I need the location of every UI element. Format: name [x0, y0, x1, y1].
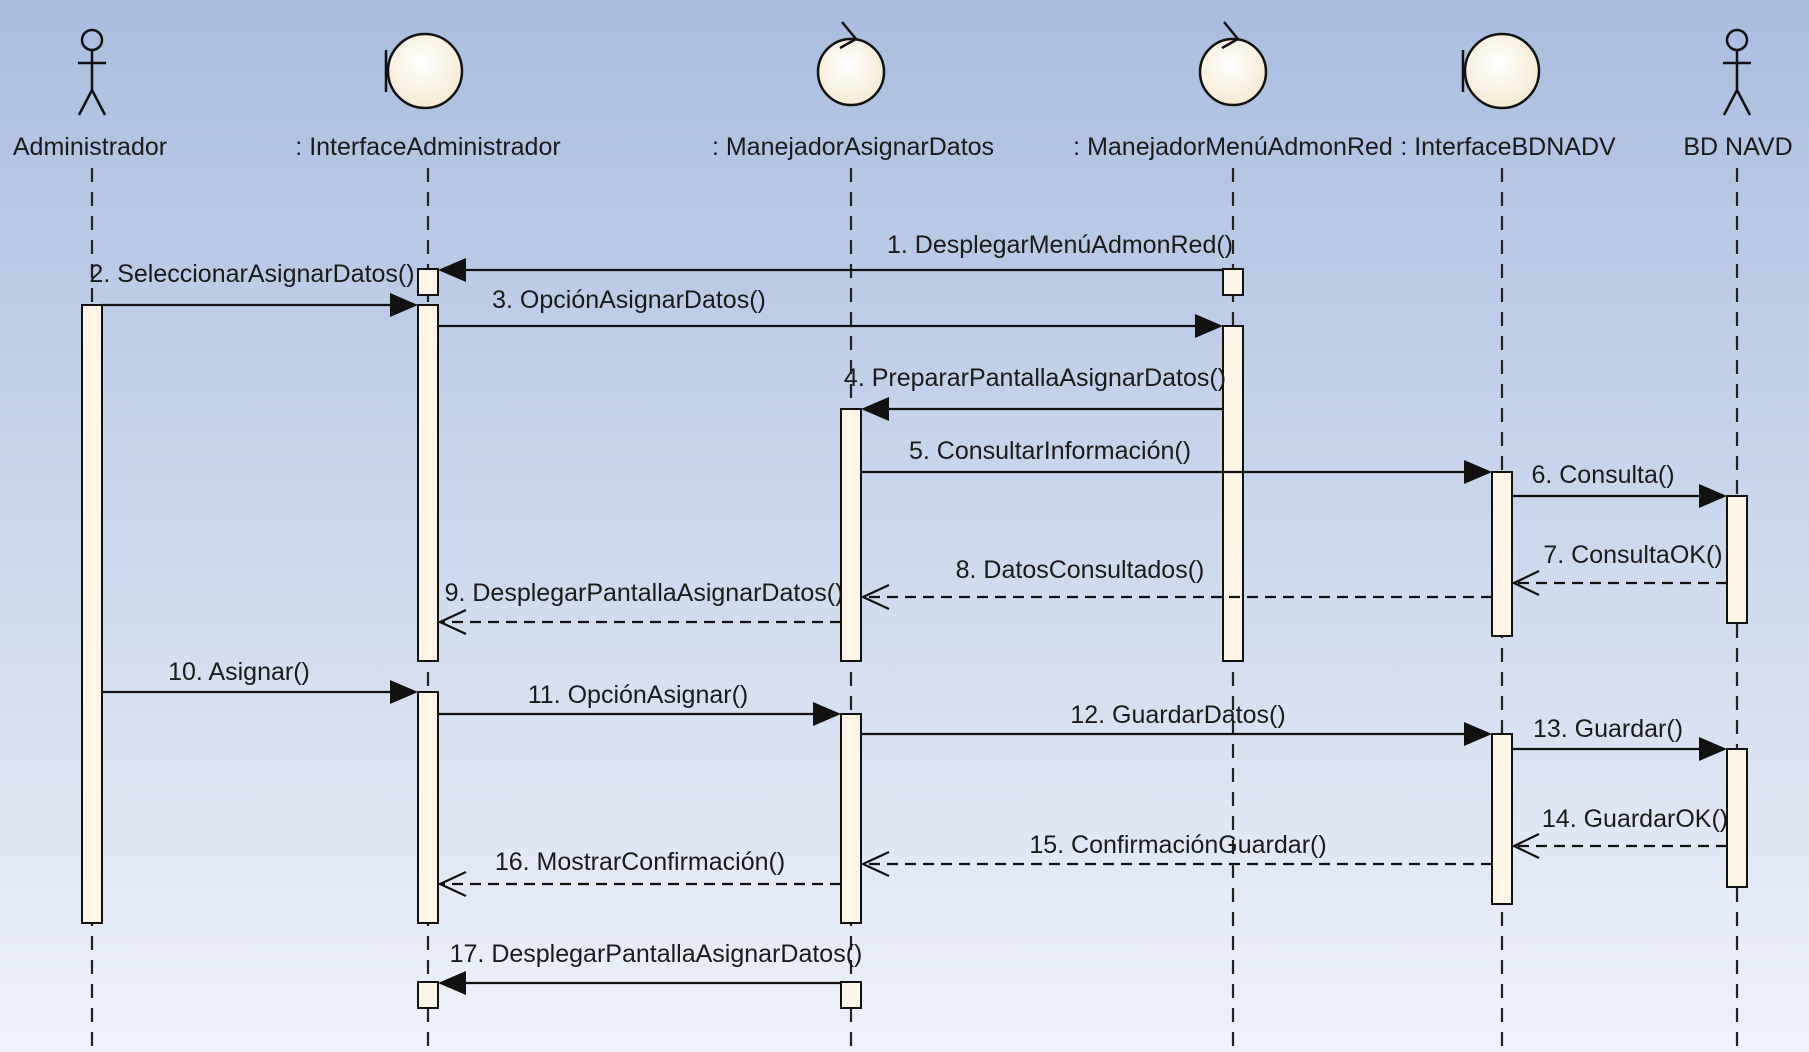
boundary-icon	[1461, 32, 1541, 110]
activation-bar	[840, 408, 862, 662]
participant-label: : ManejadorMenúAdmonRed	[1073, 133, 1393, 161]
activation-bar	[417, 304, 439, 662]
control-icon	[1198, 21, 1268, 107]
actor-icon	[77, 28, 107, 116]
arrowhead-icon	[1699, 737, 1727, 761]
open-arrowhead-icon	[437, 609, 467, 635]
message-16: 16. MostrarConfirmación()	[437, 848, 841, 897]
arrowhead-icon	[390, 680, 418, 704]
participant-manejador-asignar-datos: : ManejadorAsignarDatos	[712, 21, 994, 161]
message-17: 17. DesplegarPantallaAsignarDatos()	[438, 940, 862, 995]
arrowhead-icon	[438, 258, 466, 282]
participant-label: : ManejadorAsignarDatos	[712, 133, 994, 161]
control-icon	[816, 21, 886, 107]
participant-administrador: Administrador	[13, 28, 167, 161]
message-label: 10. Asignar()	[168, 658, 310, 686]
message-label: 17. DesplegarPantallaAsignarDatos()	[450, 940, 863, 968]
participant-label: : InterfaceBDNADV	[1400, 133, 1616, 161]
message-label: 7. ConsultaOK()	[1543, 541, 1722, 569]
message-11: 11. OpciónAsignar()	[438, 681, 841, 726]
message-1: 1. DesplegarMenúAdmonRed()	[438, 231, 1233, 282]
activation-bar	[1491, 471, 1513, 637]
message-label: 3. OpciónAsignarDatos()	[492, 286, 766, 314]
activation-bar	[1222, 325, 1244, 662]
arrowhead-icon	[813, 702, 841, 726]
participant-manejador-menu-admonred: : ManejadorMenúAdmonRed	[1073, 21, 1393, 161]
message-10: 10. Asignar()	[102, 658, 418, 704]
activation-bar	[1222, 268, 1244, 296]
message-label: 9. DesplegarPantallaAsignarDatos()	[445, 579, 844, 607]
participant-interface-bdnadv: : InterfaceBDNADV	[1400, 32, 1616, 161]
open-arrowhead-icon	[1511, 833, 1540, 859]
open-arrowhead-icon	[1511, 570, 1540, 596]
participant-label: BD NAVD	[1683, 133, 1792, 161]
open-arrowhead-icon	[860, 851, 890, 877]
message-label: 8. DatosConsultados()	[956, 556, 1205, 584]
activation-bar	[840, 713, 862, 924]
activation-bar	[417, 691, 439, 924]
open-arrowhead-icon	[437, 871, 467, 897]
arrowhead-icon	[438, 971, 466, 995]
activation-bar	[1491, 733, 1513, 905]
activation-bar	[417, 981, 439, 1009]
message-15: 15. ConfirmaciónGuardar()	[860, 831, 1492, 877]
message-label: 12. GuardarDatos()	[1070, 701, 1285, 729]
actor-icon	[1722, 28, 1752, 116]
message-3: 3. OpciónAsignarDatos()	[438, 286, 1223, 338]
arrowhead-icon	[1699, 484, 1727, 508]
message-label: 15. ConfirmaciónGuardar()	[1029, 831, 1326, 859]
participant-interface-administrador: : InterfaceAdministrador	[295, 32, 561, 161]
message-9: 9. DesplegarPantallaAsignarDatos()	[437, 579, 844, 635]
message-label: 2. SeleccionarAsignarDatos()	[89, 260, 414, 288]
message-8: 8. DatosConsultados()	[860, 556, 1492, 610]
message-2: 2. SeleccionarAsignarDatos()	[89, 260, 418, 317]
message-5: 5. ConsultarInformación()	[861, 437, 1492, 484]
participant-label: : InterfaceAdministrador	[295, 133, 560, 161]
boundary-icon	[384, 32, 464, 110]
activation-bar	[417, 268, 439, 296]
activation-bar	[840, 981, 862, 1009]
arrowhead-icon	[861, 397, 889, 421]
activation-bar	[81, 304, 103, 924]
arrowhead-icon	[1195, 314, 1223, 338]
message-4: 4. PrepararPantallaAsignarDatos()	[844, 364, 1226, 421]
message-label: 16. MostrarConfirmación()	[495, 848, 785, 876]
message-label: 5. ConsultarInformación()	[909, 437, 1191, 465]
participant-bd-navd: BD NAVD	[1683, 28, 1793, 161]
arrowhead-icon	[1464, 460, 1492, 484]
message-label: 14. GuardarOK()	[1542, 805, 1728, 833]
message-6: 6. Consulta()	[1512, 461, 1727, 508]
message-13: 13. Guardar()	[1512, 715, 1727, 761]
message-label: 13. Guardar()	[1533, 715, 1683, 743]
message-7: 7. ConsultaOK()	[1511, 541, 1727, 596]
message-label: 1. DesplegarMenúAdmonRed()	[887, 231, 1233, 259]
open-arrowhead-icon	[860, 584, 890, 610]
participant-label: Administrador	[13, 133, 167, 161]
message-label: 11. OpciónAsignar()	[528, 681, 748, 709]
message-label: 4. PrepararPantallaAsignarDatos()	[844, 364, 1226, 392]
arrowhead-icon	[390, 293, 418, 317]
activation-bar	[1726, 495, 1748, 624]
arrowhead-icon	[1464, 722, 1492, 746]
message-14: 14. GuardarOK()	[1511, 805, 1728, 859]
message-12: 12. GuardarDatos()	[861, 701, 1492, 746]
activation-bar	[1726, 748, 1748, 888]
message-label: 6. Consulta()	[1531, 461, 1674, 489]
